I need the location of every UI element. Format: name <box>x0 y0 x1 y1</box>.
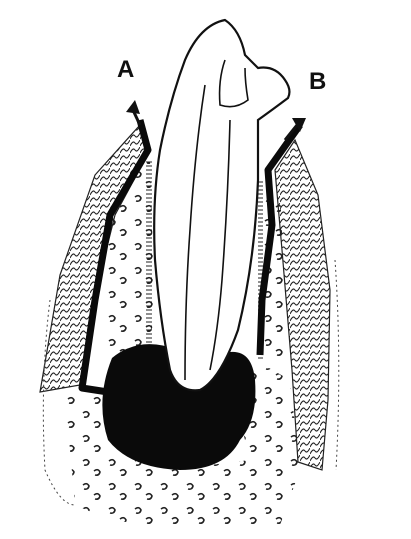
arrow-a-head <box>126 100 140 114</box>
right-tissue-border <box>335 260 339 470</box>
label-a: A <box>117 58 134 82</box>
left-ligament <box>146 160 152 360</box>
label-b: B <box>309 70 326 94</box>
